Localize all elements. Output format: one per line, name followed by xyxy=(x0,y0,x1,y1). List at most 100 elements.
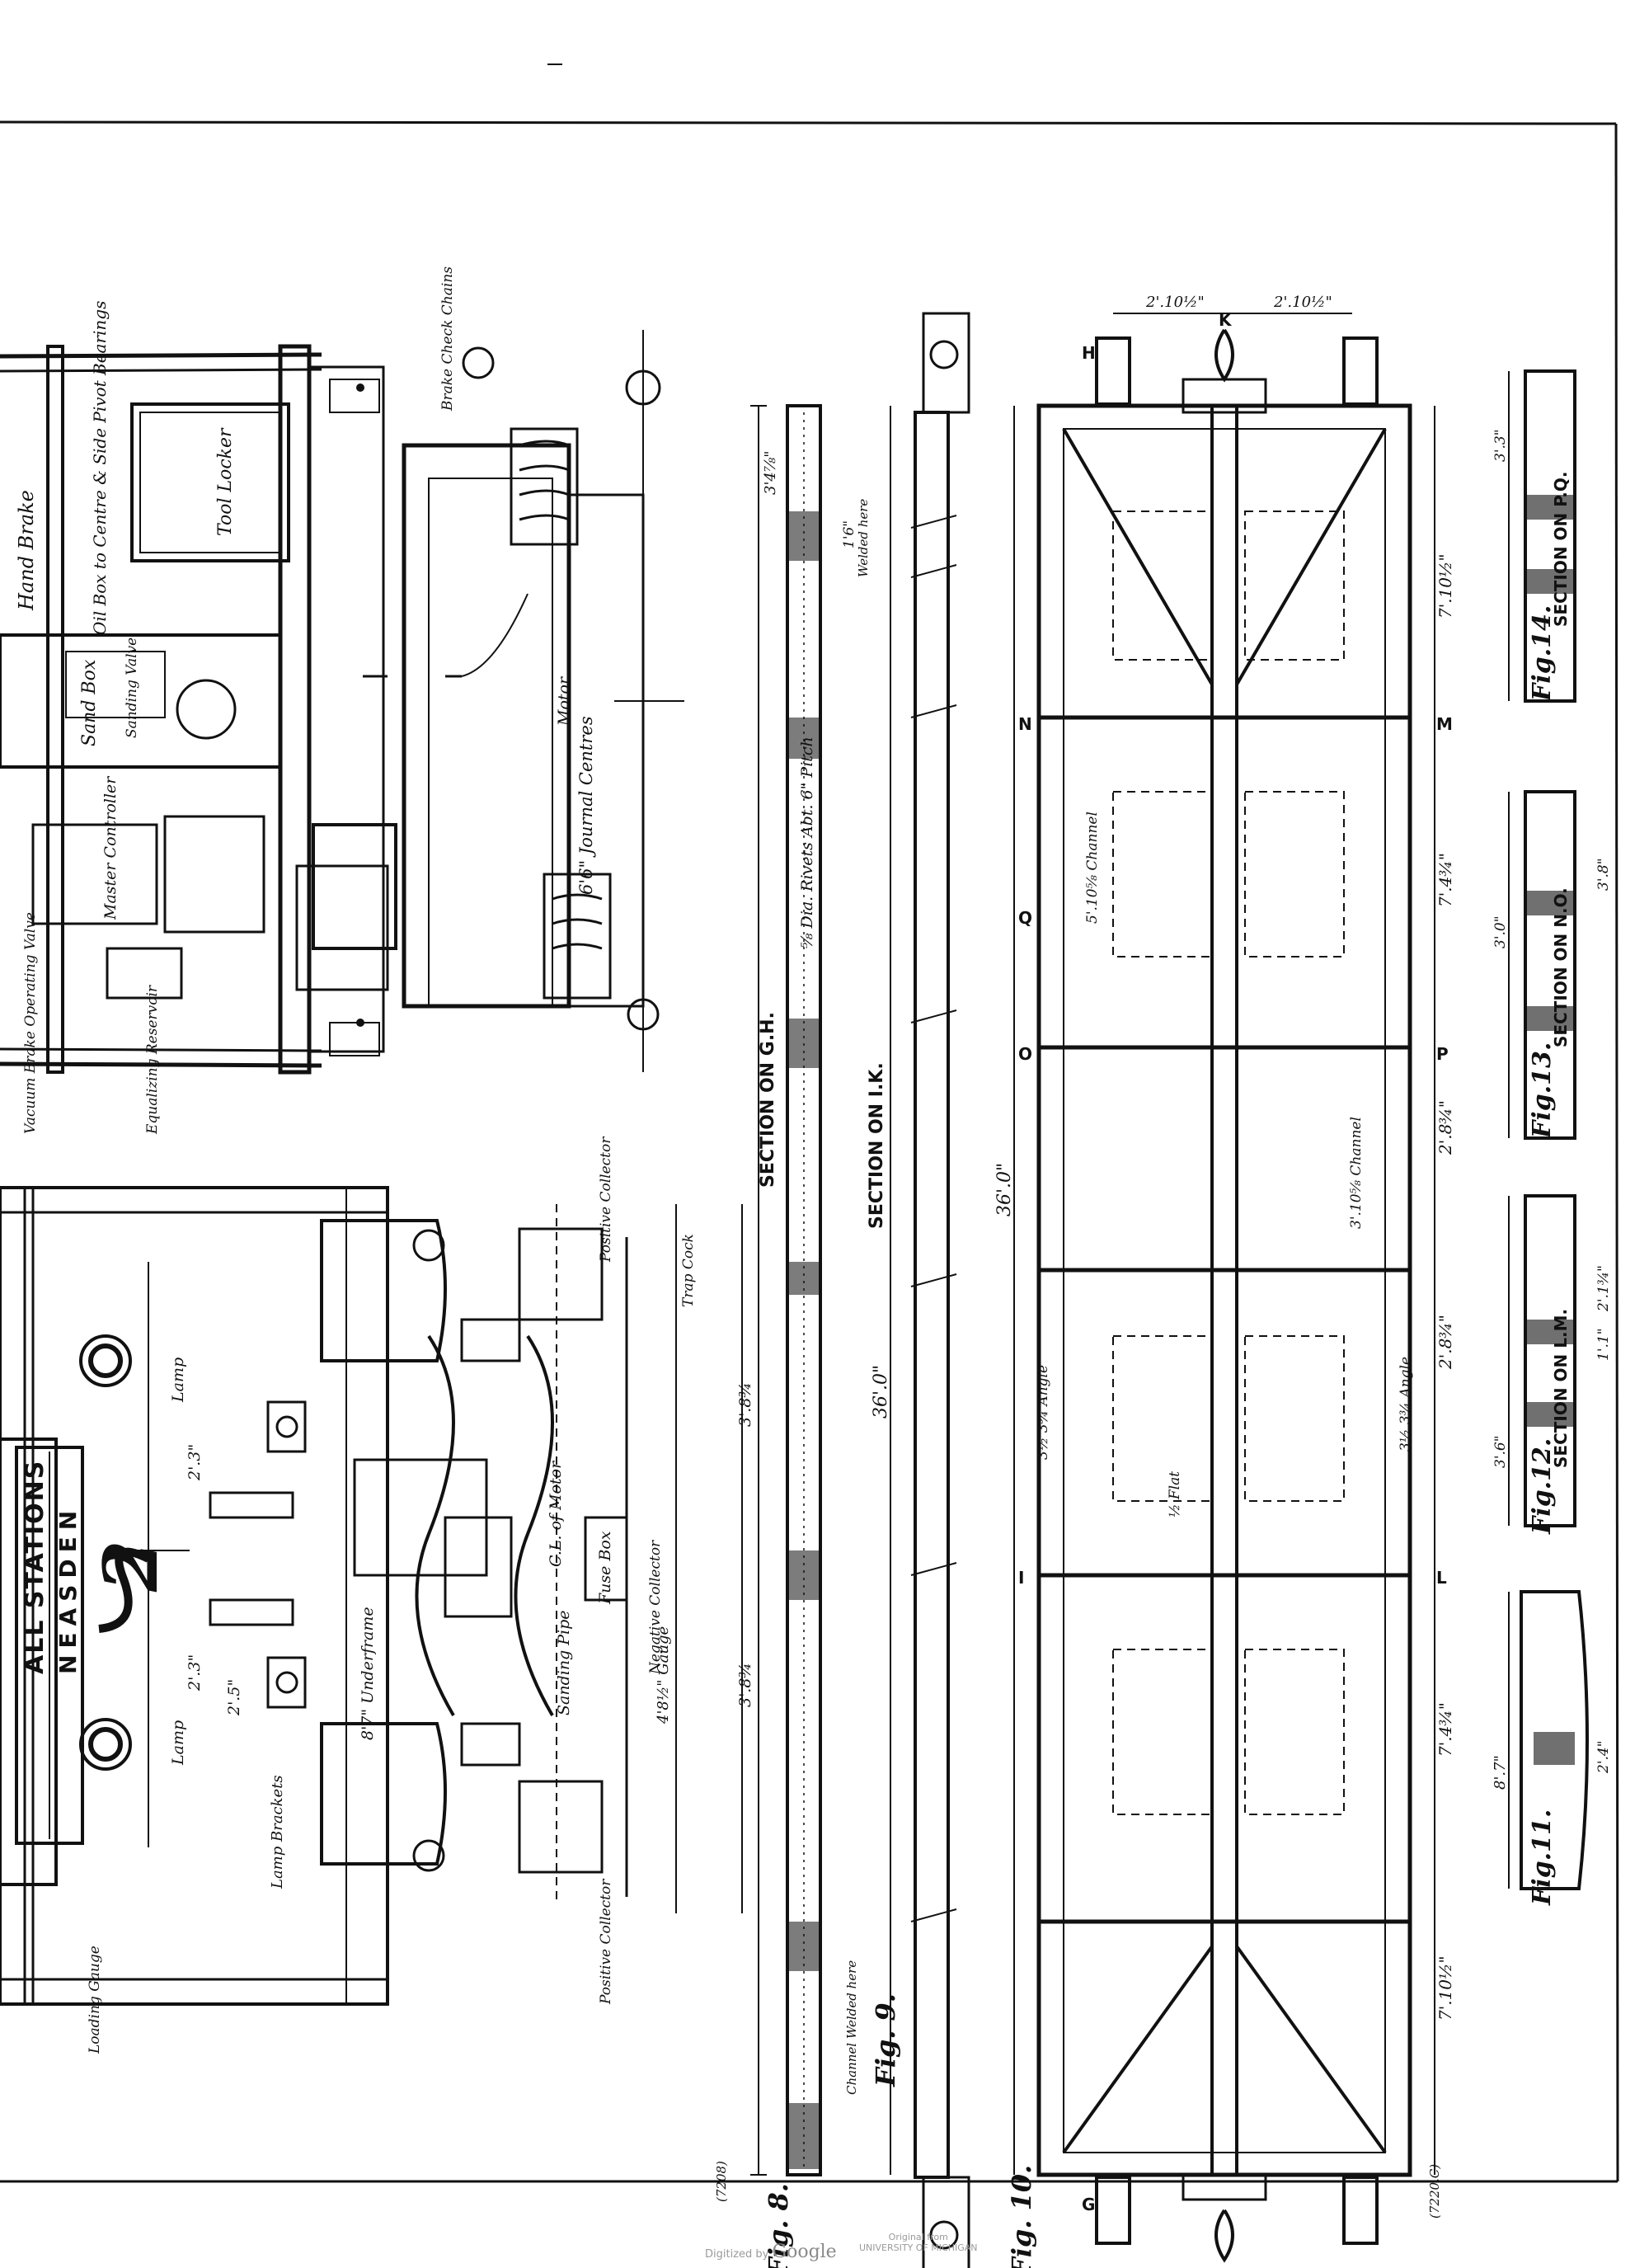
loading-gauge-label: Loading Gauge xyxy=(87,1946,103,2054)
positive-collector-bottom-label: Positive Collector xyxy=(598,1879,614,2005)
letter-h: H xyxy=(1082,343,1096,363)
positive-collector-top-label: Positive Collector xyxy=(598,1136,614,1263)
fig-9-caption: Fig. 9. xyxy=(870,1993,901,2087)
plate-border xyxy=(0,64,1619,2183)
dim-3-8-bottom: 3'.8¾ xyxy=(736,1663,754,1707)
dim-7-10-top: 7'.10½" xyxy=(1435,553,1455,619)
dim-2-10-top-right: 2'.10½" xyxy=(1273,294,1332,311)
oil-box-label: Oil Box to Centre & Side Pivot Bearings xyxy=(90,301,110,635)
dim-3-6-fig12: 3'.6" xyxy=(1492,1435,1509,1468)
letter-o: O xyxy=(1018,1044,1032,1064)
sanding-valve-label: Sanding Valve xyxy=(124,638,140,738)
letter-l: L xyxy=(1436,1568,1447,1588)
flat-label: ½ Flat xyxy=(1167,1471,1183,1517)
negative-collector-label: Negative Collector xyxy=(647,1540,664,1675)
gauge-label: 4'8½" Gauge xyxy=(655,1626,672,1725)
original-from: Original from UNIVERSITY OF MICHIGAN xyxy=(859,2232,978,2253)
dim-3-3-fig14: 3'.3" xyxy=(1492,429,1509,462)
trap-cock-label: Trap Cock xyxy=(680,1234,697,1307)
master-controller-label: Master Controller xyxy=(101,775,120,920)
dim-3-8-top: 3'.8¾ xyxy=(736,1382,754,1427)
section-lm-caption: SECTION ON L.M. xyxy=(1551,1309,1571,1468)
fuse-box-label: Fuse Box xyxy=(596,1531,614,1605)
lamp-bottom-label: Lamp xyxy=(169,1720,187,1766)
fig-10-caption: Fig. 10. xyxy=(1006,2165,1037,2268)
vacuum-brake-label: Vacuum Brake Operating Valve xyxy=(22,912,39,1134)
dim-2-1-fig12: 2'.1¾" xyxy=(1595,1265,1612,1312)
fig-10-plan xyxy=(1013,313,1435,2263)
lamp-brackets-label: Lamp Brackets xyxy=(269,1775,286,1889)
brake-check-chains-label: Brake Check Chains xyxy=(439,266,456,412)
angle-b-label: 3½ 3¾ Angle xyxy=(1398,1357,1414,1452)
fig-14-caption: Fig.14. xyxy=(1528,605,1557,702)
fig-12-caption: Fig.12. xyxy=(1528,1438,1557,1535)
dim-2-3-top: 2'.3" xyxy=(186,1444,204,1481)
section-no-caption: SECTION ON N.O. xyxy=(1551,887,1571,1047)
dim-2-5: 2'.5" xyxy=(225,1679,243,1716)
channel-welded-label: Channel Welded here xyxy=(844,1960,859,2095)
dim-3-4-top: 3'4⅞" xyxy=(762,450,779,495)
fig-11-caption: Fig.11. xyxy=(1528,1809,1557,1906)
letter-i: I xyxy=(1018,1568,1024,1588)
dim-1-1-fig12: 1'.1" xyxy=(1595,1328,1612,1361)
letter-q: Q xyxy=(1018,908,1032,928)
letter-p: P xyxy=(1436,1044,1449,1064)
fig-8-caption: Fig. 8. xyxy=(763,2183,794,2268)
underframe-label: 8'7" Underframe xyxy=(359,1607,377,1740)
digitized-by-google: Digitized by Google xyxy=(705,2242,837,2262)
ref-7208: (7208) xyxy=(714,2161,729,2202)
dim-36-fig10: 36'.0" xyxy=(994,1163,1015,1216)
motor-label-top: Motor xyxy=(555,675,573,727)
dim-2-8-top: 2'.8¾" xyxy=(1435,1100,1455,1155)
destination-line-2: NEASDEN xyxy=(54,1504,82,1674)
dim-2-8-bottom: 2'.8¾" xyxy=(1435,1315,1455,1370)
equalizing-reservoir-label: Equalizing Reservoir xyxy=(144,985,161,1135)
sand-box-label: Sand Box xyxy=(79,659,100,746)
dim-3-8-fig13: 3'.8" xyxy=(1595,858,1612,891)
dim-36-fig9: 36'.0" xyxy=(871,1365,891,1419)
fig-8-drawing xyxy=(750,404,822,2176)
locomotive-interior-elevation xyxy=(0,330,684,1075)
destination-line-1: ALL STATIONS xyxy=(21,1460,49,1674)
channel-b-label: 3'.10⅝ Channel xyxy=(1348,1117,1365,1229)
angle-a-label: 3½ 3¾ Angle xyxy=(1035,1365,1051,1460)
dim-7-10-bottom: 7'.10½" xyxy=(1435,1955,1455,2021)
section-ik-caption: SECTION ON I.K. xyxy=(867,1062,887,1229)
channel-a-label: 5'.10⅝ Channel xyxy=(1084,812,1101,924)
dim-7-4-top: 7'.4¾" xyxy=(1435,853,1455,907)
dim-2-3-bottom: 2'.3" xyxy=(186,1654,204,1692)
tool-locker-label: Tool Locker xyxy=(215,427,236,536)
letter-g: G xyxy=(1082,2195,1095,2214)
hand-brake-label: Hand Brake xyxy=(15,490,38,611)
dim-2-10-top: 2'.10½" xyxy=(1145,294,1205,311)
fig-9-drawing xyxy=(890,312,970,2268)
university-text: UNIVERSITY OF MICHIGAN xyxy=(859,2242,978,2253)
locomotive-end-view xyxy=(0,1186,743,2006)
rivets-label: ⅝ Dia. Rivets Abt. 6" Pitch xyxy=(798,736,816,948)
dim-3-0-fig13: 3'.0" xyxy=(1492,915,1509,948)
dim-8-7-fig11: 8'.7" xyxy=(1492,1755,1509,1790)
fig-13-caption: Fig.13. xyxy=(1528,1042,1557,1139)
sanding-pipe-label: Sanding Pipe xyxy=(555,1610,573,1715)
digitized-by-text: Digitized by xyxy=(705,2248,769,2261)
letter-n: N xyxy=(1018,714,1032,734)
lamp-top-label: Lamp xyxy=(169,1358,187,1403)
fig-14-section-pq xyxy=(1508,369,1576,703)
journal-centres-label: 6'6" Journal Centres xyxy=(576,716,596,895)
cl-motor-label: C.L. of Motor xyxy=(547,1460,565,1567)
welded-here-label: Welded here xyxy=(856,499,871,577)
letter-k: K xyxy=(1219,310,1233,330)
fig-12-section-lm xyxy=(1508,1194,1576,1527)
ref-7220-fig10: (7220.C) xyxy=(1427,2164,1442,2219)
section-pq-caption: SECTION ON P.Q. xyxy=(1551,472,1571,627)
fig-11-end-section xyxy=(1508,1590,1589,1890)
section-gh-caption: SECTION ON G.H. xyxy=(758,1012,778,1188)
google-wordmark: Google xyxy=(772,2242,837,2262)
dim-7-4-bottom: 7'.4¾" xyxy=(1435,1702,1455,1757)
destination-board xyxy=(15,1446,84,1845)
dim-2-4-fig11: 2'.4" xyxy=(1595,1740,1612,1774)
locomotive-number: 2 xyxy=(87,1540,175,1593)
original-from-text: Original from xyxy=(888,2232,948,2242)
